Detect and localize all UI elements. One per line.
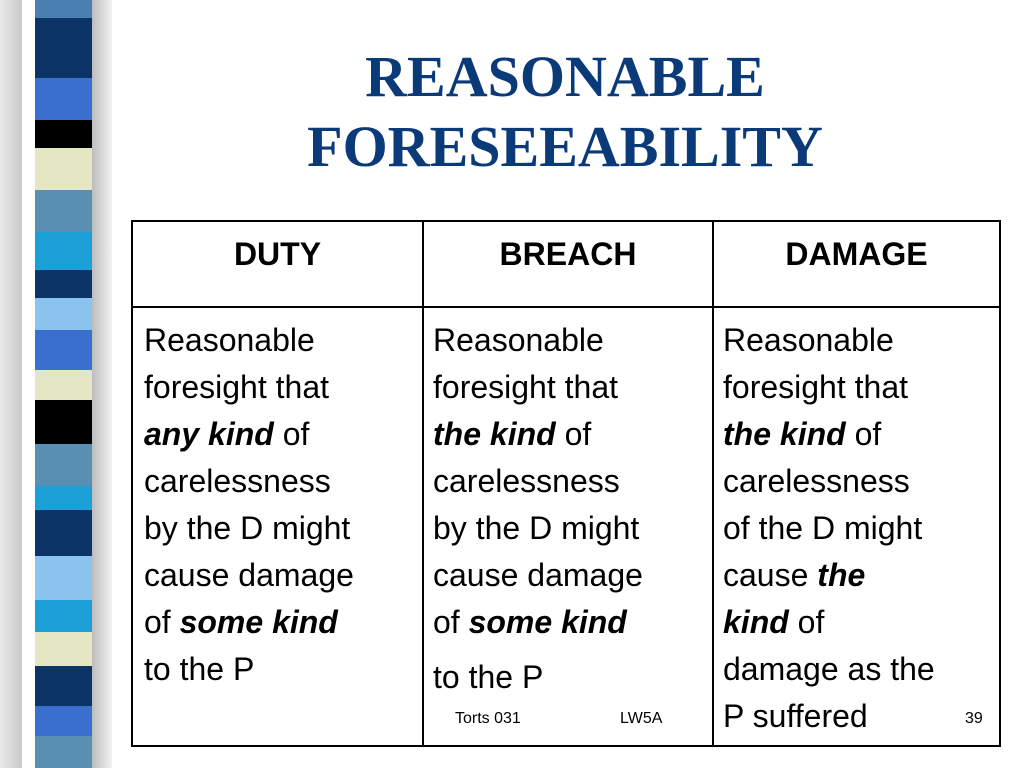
- footer-page-number: 39: [965, 710, 983, 727]
- cell-line: cause damage: [144, 557, 354, 593]
- cell-text: of: [788, 604, 825, 640]
- cell-text: of: [144, 604, 180, 640]
- stripe-segment: [35, 600, 92, 632]
- stripe-segment: [35, 232, 92, 270]
- stripe-segment: [35, 444, 92, 486]
- cell-line: the kind of: [723, 411, 935, 458]
- cell-line: of some kind: [433, 599, 643, 646]
- cell-line: to the P: [144, 651, 255, 687]
- stripe-segment: [35, 706, 92, 736]
- foreseeability-table: DUTY BREACH DAMAGE Reasonable foresight …: [131, 220, 1001, 747]
- footer-course: Torts 031: [455, 710, 521, 727]
- stripe-segment: [35, 18, 92, 46]
- stripe-segment: [35, 78, 92, 120]
- cell-line: foresight that: [433, 369, 618, 405]
- slide-title: REASONABLE FORESEEABILITY: [200, 42, 930, 182]
- cell-line: foresight that: [723, 369, 908, 405]
- cell-line: cause the: [723, 552, 935, 599]
- emphasis-text: the kind: [433, 416, 556, 452]
- cell-damage: Reasonable foresight that the kind of ca…: [723, 317, 935, 740]
- emphasis-text: kind: [723, 604, 789, 640]
- emphasis-text: any kind: [144, 416, 274, 452]
- cell-line: cause damage: [433, 557, 643, 593]
- cell-line: Reasonable: [723, 322, 894, 358]
- stripe-segment: [35, 510, 92, 556]
- cell-breach: Reasonable foresight that the kind of ca…: [433, 317, 643, 701]
- emphasis-text: the kind: [723, 416, 846, 452]
- decorative-stripe: [35, 0, 92, 768]
- header-divider: [133, 306, 999, 308]
- cell-line: kind of: [723, 599, 935, 646]
- title-line-2: FORESEEABILITY: [307, 114, 823, 179]
- cell-line: carelessness: [433, 463, 620, 499]
- header-damage: DAMAGE: [785, 236, 928, 272]
- emphasis-text: some kind: [468, 604, 627, 640]
- stripe-segment: [35, 298, 92, 330]
- cell-text: of: [433, 604, 469, 640]
- stripe-segment: [35, 370, 92, 400]
- cell-line: carelessness: [723, 463, 910, 499]
- cell-line: of the D might: [723, 510, 923, 546]
- column-divider: [422, 222, 424, 745]
- cell-text: cause: [723, 557, 818, 593]
- cell-line: any kind of: [144, 411, 354, 458]
- stripe-segment: [35, 46, 92, 78]
- stripe-segment: [35, 0, 92, 18]
- stripe-segment: [35, 632, 92, 666]
- column-divider: [712, 222, 714, 745]
- cell-line: Reasonable: [144, 322, 315, 358]
- cell-line: by the D might: [433, 510, 640, 546]
- title-line-1: REASONABLE: [365, 44, 765, 109]
- header-duty: DUTY: [233, 236, 322, 272]
- header-breach: BREACH: [499, 236, 637, 272]
- cell-line: of some kind: [144, 599, 354, 646]
- stripe-shadow-left: [0, 0, 22, 768]
- emphasis-text: some kind: [179, 604, 338, 640]
- stripe-segment: [35, 556, 92, 600]
- stripe-segment: [35, 400, 92, 444]
- cell-line: Reasonable: [433, 322, 604, 358]
- stripe-segment: [35, 736, 92, 768]
- cell-line: P suffered: [723, 698, 868, 734]
- cell-line: the kind of: [433, 411, 643, 458]
- stripe-segment: [35, 486, 92, 510]
- emphasis-text: the: [817, 557, 866, 593]
- cell-duty: Reasonable foresight that any kind of ca…: [144, 317, 354, 693]
- stripe-shadow-right: [92, 0, 112, 768]
- cell-line: foresight that: [144, 369, 329, 405]
- cell-line: damage as the: [723, 651, 935, 687]
- footer-code: LW5A: [620, 710, 663, 727]
- stripe-segment: [35, 270, 92, 298]
- cell-text: of: [273, 416, 310, 452]
- cell-text: of: [555, 416, 592, 452]
- cell-line: by the D might: [144, 510, 351, 546]
- stripe-segment: [35, 120, 92, 148]
- cell-text: of: [845, 416, 882, 452]
- cell-line: to the P: [433, 659, 544, 695]
- cell-line: carelessness: [144, 463, 331, 499]
- stripe-segment: [35, 330, 92, 370]
- stripe-segment: [35, 666, 92, 706]
- stripe-segment: [35, 190, 92, 232]
- stripe-segment: [35, 148, 92, 190]
